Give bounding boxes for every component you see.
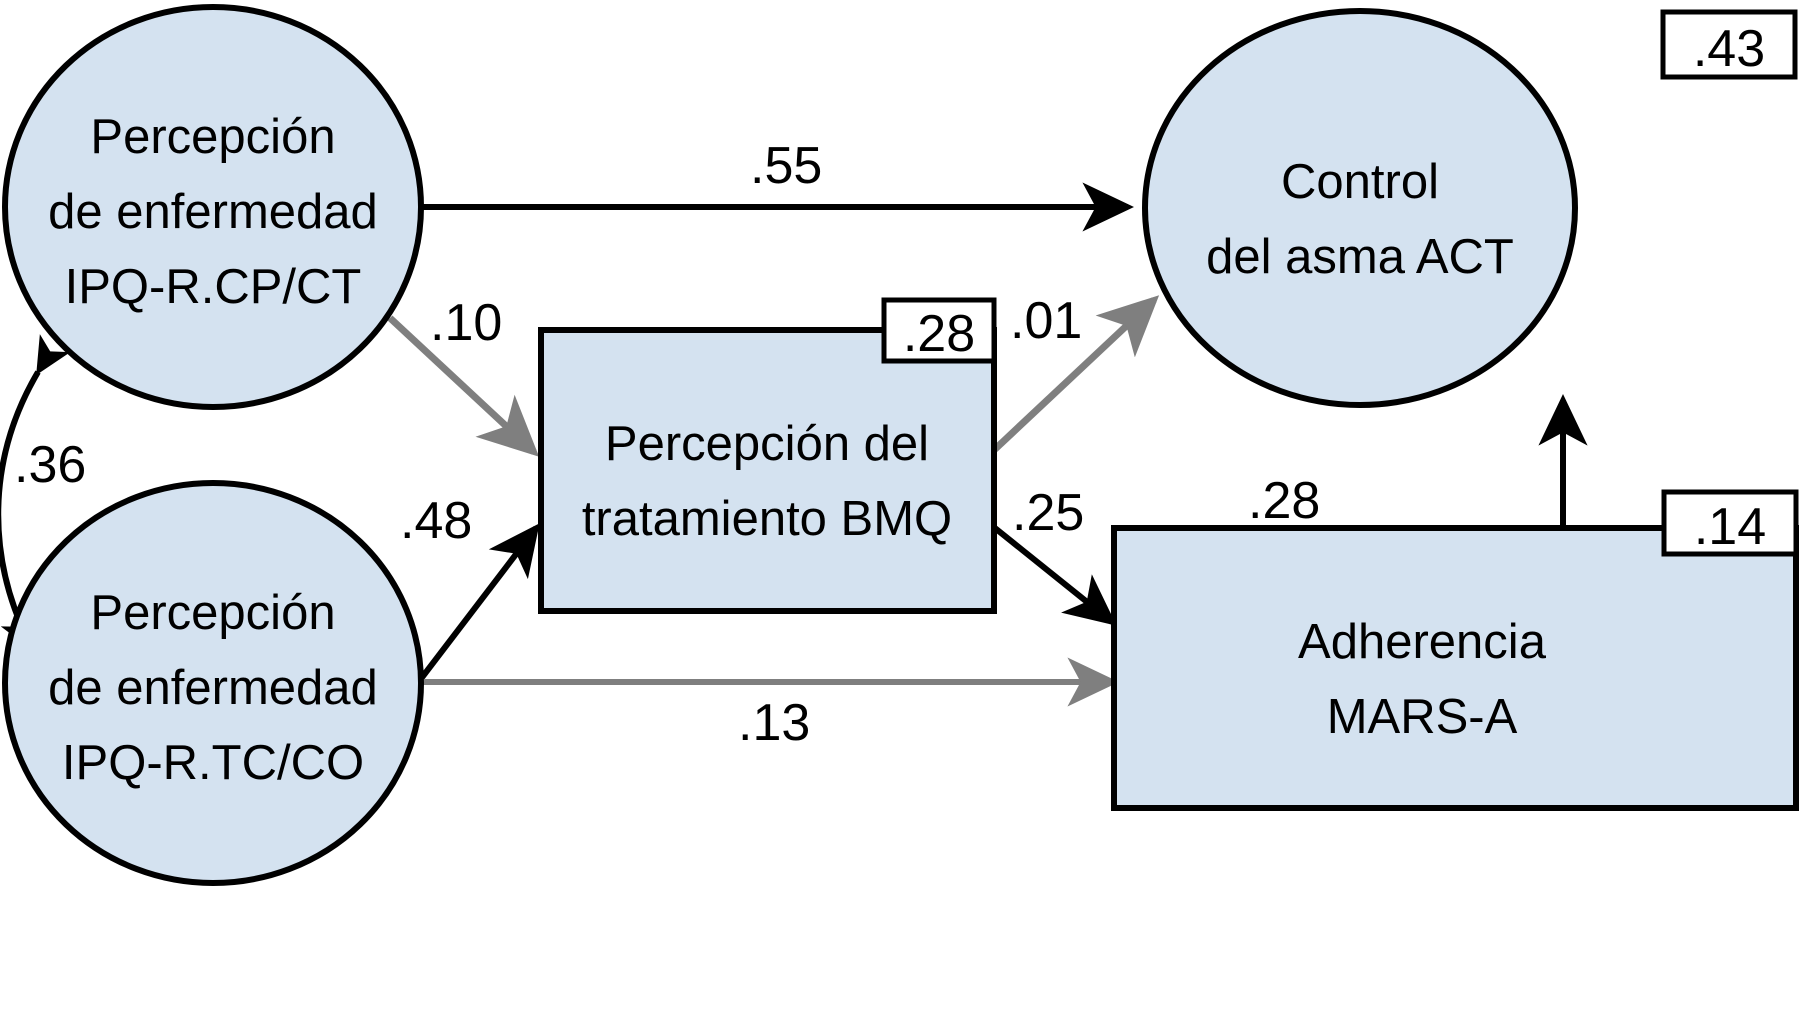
node-control-asma-act-shape <box>1142 8 1578 408</box>
node-ipq-r-tc-co-line3: IPQ-R.TC/CO <box>62 736 364 790</box>
r2-badge-act[interactable]: .43 <box>1660 9 1798 80</box>
node-mars-a-shape <box>1111 525 1799 811</box>
edge-label-55: .55 <box>750 137 822 195</box>
node-ipq-r-tc-co[interactable]: Percepción de enfermedad IPQ-R.TC/CO <box>2 480 424 886</box>
edge-bmq-to-act[interactable]: .01 <box>989 292 1160 455</box>
edge-mars-to-act[interactable]: .28 <box>1248 393 1588 530</box>
r2-badge-bmq-box <box>881 297 997 364</box>
node-ipq-r-cp-ct[interactable]: Percepción de enfermedad IPQ-R.CP/CT <box>2 4 424 410</box>
edge-label-25: .25 <box>1012 484 1084 542</box>
r2-badge-act-box <box>1660 9 1798 80</box>
edge-label-01: .01 <box>1010 292 1082 350</box>
node-bmq-line2: tratamiento BMQ <box>582 492 952 546</box>
edge-ipqtc-to-mars[interactable]: .13 <box>420 657 1120 752</box>
r2-badge-mars-box <box>1661 489 1799 557</box>
edge-label-28-path: .28 <box>1248 472 1320 530</box>
node-control-asma-act-line2: del asma ACT <box>1206 230 1514 284</box>
edge-ipqcp-to-bmq[interactable]: .10 <box>387 294 540 457</box>
node-mars-a-line2: MARS-A <box>1327 690 1518 744</box>
node-mars-a[interactable]: Adherencia MARS-A <box>1111 525 1799 811</box>
node-ipq-r-cp-ct-line3: IPQ-R.CP/CT <box>65 260 362 314</box>
edge-label-correlation: .36 <box>14 436 86 494</box>
edge-ipqcp-to-bmq-line <box>387 315 540 457</box>
edge-label-48: .48 <box>400 492 472 550</box>
r2-badge-mars[interactable]: .14 <box>1661 489 1799 557</box>
r2-badge-bmq-value: .28 <box>903 305 975 363</box>
node-ipq-r-cp-ct-line2: de enfermedad <box>48 185 378 239</box>
edge-label-10: .10 <box>430 294 502 352</box>
node-ipq-r-cp-ct-shape <box>2 4 424 410</box>
node-ipq-r-tc-co-line1: Percepción <box>90 586 335 640</box>
node-bmq-shape <box>538 327 997 614</box>
edge-ipqcp-to-act[interactable]: .55 <box>420 137 1135 232</box>
node-control-asma-act-line1: Control <box>1281 155 1439 209</box>
edge-bmq-to-act-line <box>989 295 1160 455</box>
node-ipq-r-tc-co-shape <box>2 480 424 886</box>
node-mars-a-line1: Adherencia <box>1298 615 1547 669</box>
r2-badge-bmq[interactable]: .28 <box>881 297 997 364</box>
node-bmq[interactable]: Percepción del tratamiento BMQ <box>538 327 997 614</box>
node-ipq-r-cp-ct-line1: Percepción <box>90 110 335 164</box>
r2-badge-mars-value: .14 <box>1694 498 1766 556</box>
r2-badge-act-value: .43 <box>1693 20 1765 78</box>
node-bmq-line1: Percepción del <box>605 417 929 471</box>
node-control-asma-act[interactable]: Control del asma ACT <box>1142 8 1578 408</box>
node-ipq-r-tc-co-line2: de enfermedad <box>48 661 378 715</box>
edge-label-13: .13 <box>738 694 810 752</box>
